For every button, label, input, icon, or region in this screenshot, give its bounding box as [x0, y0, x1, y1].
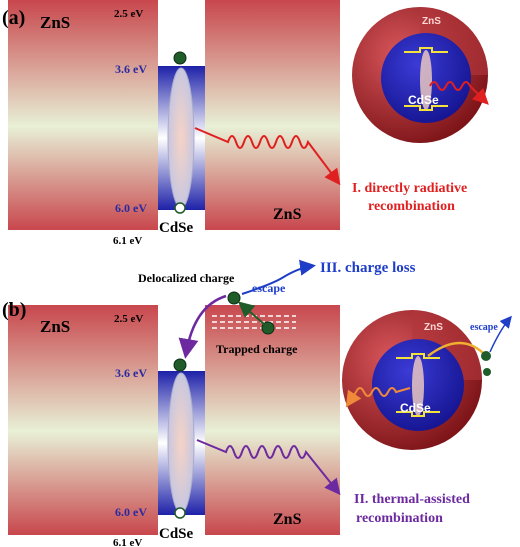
- energy-3-6-b: 3.6 eV: [115, 366, 147, 380]
- zns-right-label-a: ZnS: [273, 206, 302, 223]
- sphere-core-label-a: CdSe: [408, 93, 439, 107]
- panel-a: (a) ZnS 2.5 eV 3.6 eV 6.0 eV 6.1 eV CdSe…: [2, 0, 489, 247]
- core-wavefunction-a: [420, 50, 432, 110]
- energy-6-0-a: 6.0 eV: [115, 201, 147, 215]
- sphere-surface-path-b: [427, 341, 487, 357]
- sphere-trapped-electron-b: [483, 368, 491, 376]
- hole-a: [174, 202, 186, 214]
- sphere-photon-b: [345, 387, 411, 408]
- charge-loss-label: III. charge loss: [320, 260, 416, 276]
- energy-6-1-b: 6.1 eV: [113, 537, 142, 547]
- hole-b: [174, 507, 186, 519]
- sphere-shell-label-a: ZnS: [422, 16, 441, 27]
- sphere-escape-arrow-b: [489, 315, 512, 353]
- cdse-label-b: CdSe: [159, 526, 194, 542]
- energy-2-5-a: 2.5 eV: [114, 8, 143, 20]
- caption-a-line2: recombination: [368, 199, 455, 214]
- core-shell-sphere-a: ZnS CdSe: [352, 7, 489, 143]
- trapped-charge-label: Trapped charge: [216, 342, 298, 356]
- zns-right-label-b: ZnS: [273, 511, 302, 528]
- sphere-shell-label-b: ZnS: [424, 322, 443, 333]
- escape-label: escape: [252, 281, 286, 295]
- sphere-core-label-b: CdSe: [400, 401, 431, 415]
- zns-left-label-b: ZnS: [40, 317, 70, 336]
- core-wavefunction-b: [412, 356, 424, 416]
- panel-b: (b) ZnS 2.5 eV 3.6 eV 6.0 eV 6.1 eV CdSe…: [2, 259, 512, 547]
- caption-a-line1: I. directly radiative: [352, 181, 467, 196]
- energy-6-1-a: 6.1 eV: [113, 235, 142, 247]
- caption-b-line1: II. thermal-assisted: [354, 492, 470, 507]
- zns-right-band-b: [205, 305, 340, 535]
- zns-right-band-a: [205, 0, 340, 230]
- sphere-surface-electron-b: [481, 351, 491, 361]
- delocalized-charge-label: Delocalized charge: [138, 271, 235, 285]
- return-arrow: [178, 294, 227, 359]
- photon-wave-a: [194, 127, 341, 186]
- delocalized-electron: [227, 291, 241, 305]
- electron-a: [173, 51, 187, 65]
- energy-3-6-a: 3.6 eV: [115, 62, 147, 76]
- energy-2-5-b: 2.5 eV: [114, 313, 143, 325]
- photon-wave-b: [196, 439, 341, 496]
- energy-6-0-b: 6.0 eV: [115, 505, 147, 519]
- detrap-arrow: [237, 301, 265, 325]
- wavefunction-a: [167, 67, 195, 209]
- zns-left-band-a: [8, 0, 158, 230]
- core-band-b: [396, 353, 440, 417]
- zns-left-band-b: [8, 305, 158, 535]
- panel-b-label: (b): [2, 299, 26, 321]
- cdse-label-a: CdSe: [159, 220, 194, 236]
- caption-b-line2: recombination: [356, 511, 443, 526]
- zns-left-label-a: ZnS: [40, 13, 70, 32]
- core-shell-sphere-b: ZnS CdSe escape: [342, 310, 512, 450]
- electron-b: [173, 358, 187, 372]
- escape-arrow: [241, 259, 316, 295]
- trapped-electron: [261, 321, 275, 335]
- sphere-photon-a: [429, 81, 489, 105]
- core-band-a: [404, 47, 448, 111]
- sphere-escape-label-b: escape: [470, 322, 498, 333]
- wavefunction-b: [167, 372, 195, 514]
- panel-a-label: (a): [2, 7, 25, 29]
